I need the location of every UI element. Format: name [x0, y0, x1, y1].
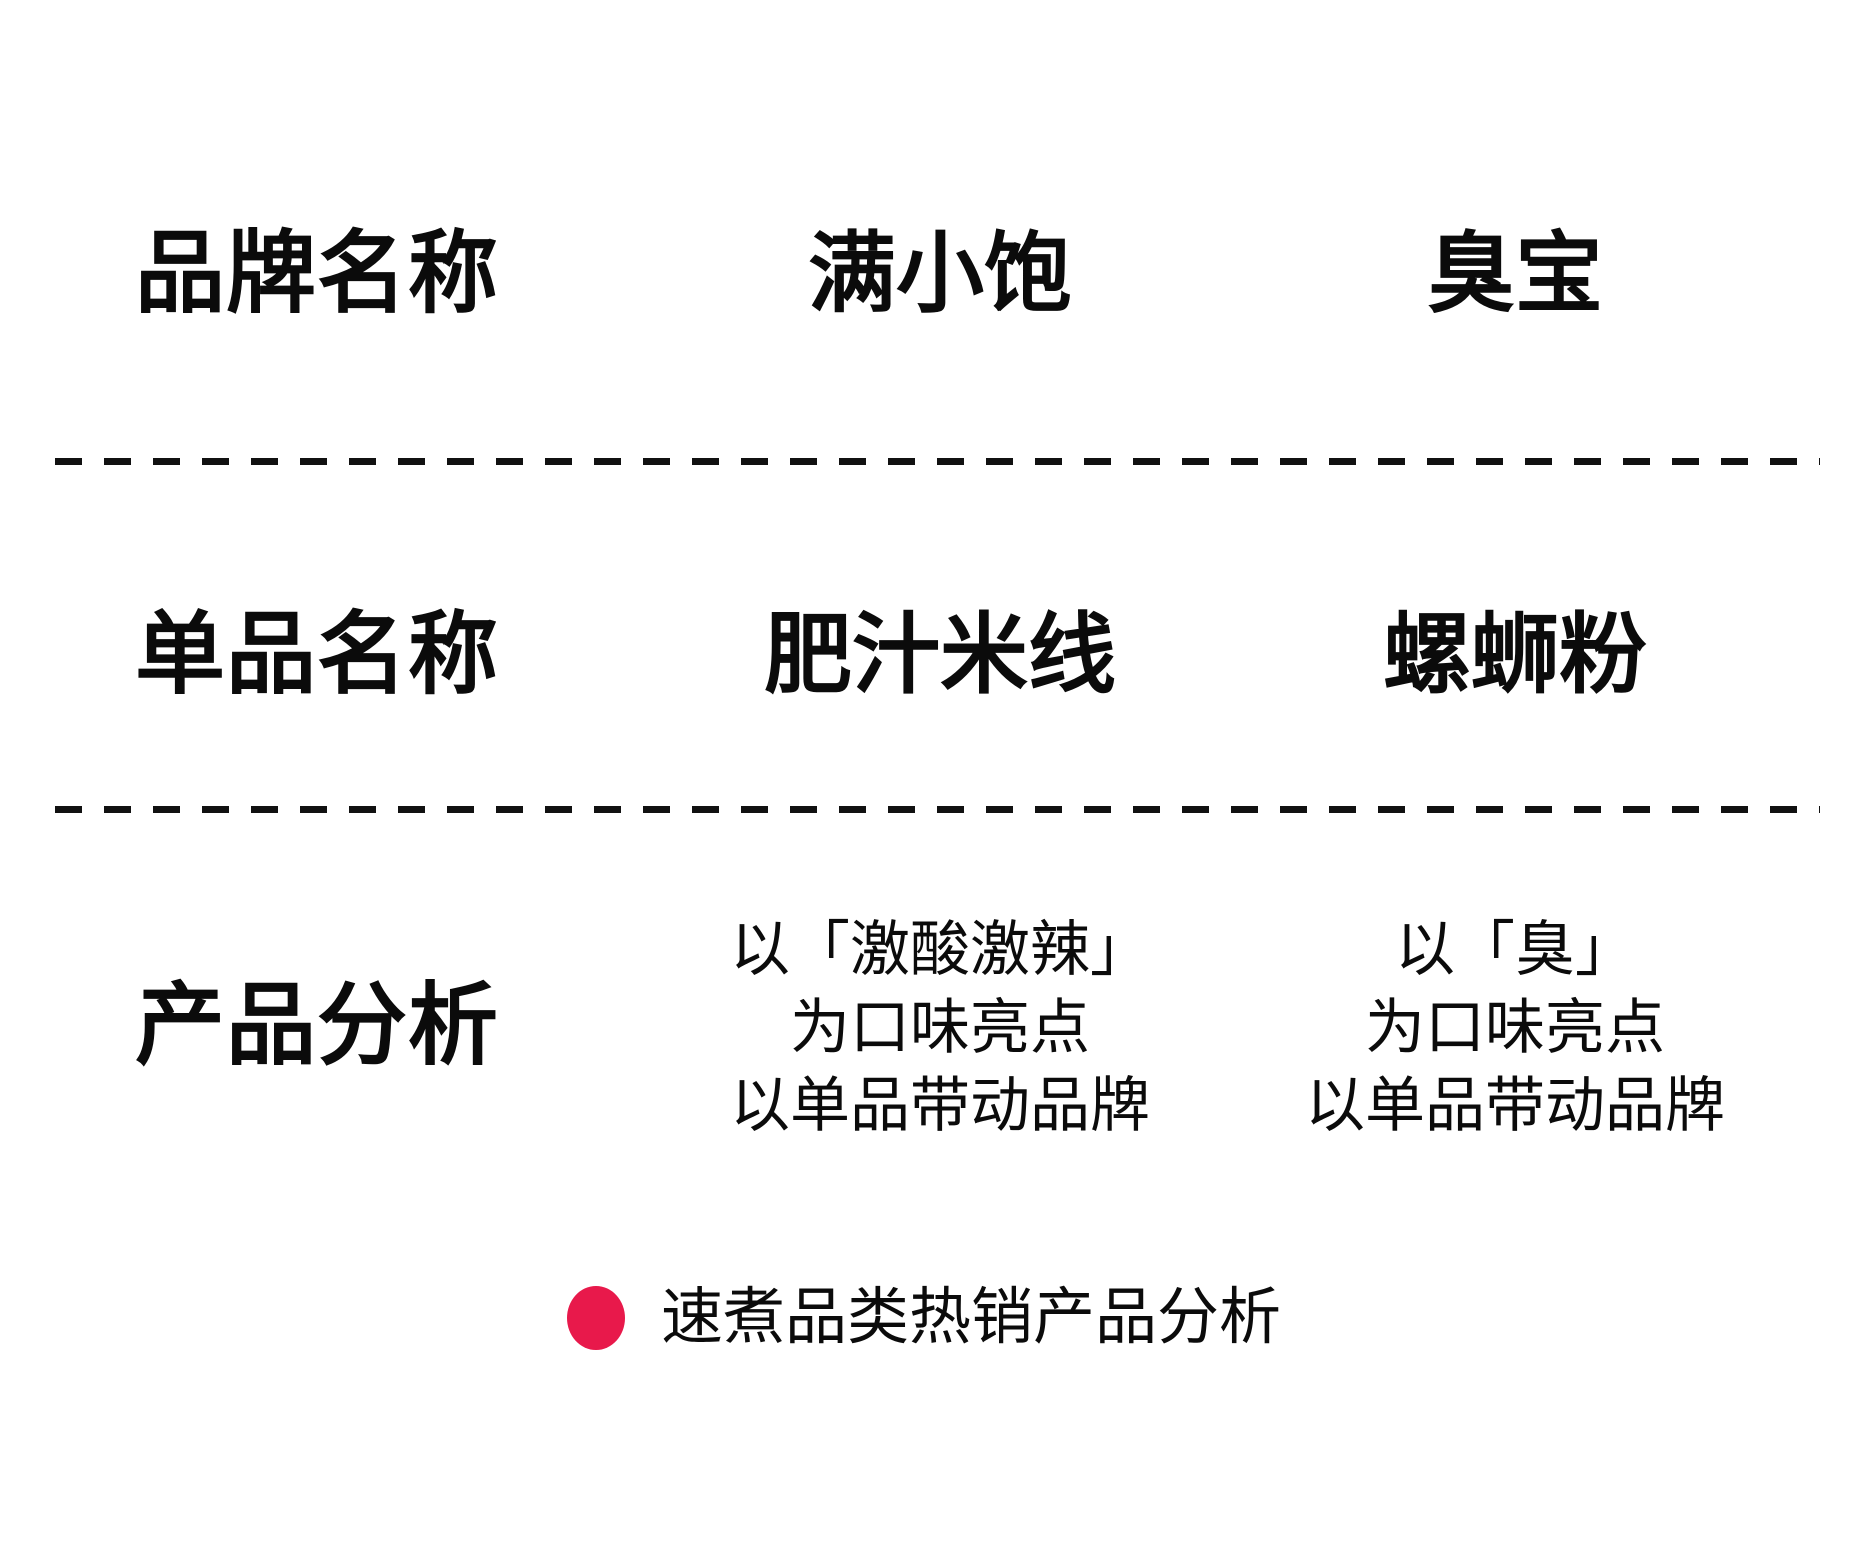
- brand-a-analysis-line-2: 为口味亮点: [790, 994, 1090, 1061]
- dashed-divider-bottom: [55, 806, 1820, 813]
- brand-a-analysis-line-3: 以单品带动品牌: [730, 1072, 1150, 1139]
- legend-caption: 速煮品类热销产品分析: [661, 1283, 1282, 1352]
- legend-dot-icon: [567, 1286, 625, 1350]
- brand-b-name: 臭宝: [1426, 224, 1604, 323]
- brand-a-name: 满小饱: [807, 224, 1073, 323]
- brand-b-product: 螺蛳粉: [1382, 605, 1648, 704]
- row-label-product-name: 单品名称: [135, 605, 499, 705]
- legend: 速煮品类热销产品分析: [567, 1283, 1281, 1353]
- brand-a-analysis: 以「激酸激辣」 为口味亮点 以单品带动品牌: [730, 911, 1150, 1145]
- brand-a-product: 肥汁米线: [763, 605, 1117, 704]
- row-label-brand-name: 品牌名称: [135, 224, 499, 324]
- brand-a-analysis-line-1: 以「激酸激辣」: [730, 916, 1150, 983]
- brand-b-analysis: 以「臭」 为口味亮点 以单品带动品牌: [1305, 911, 1725, 1145]
- brand-b-analysis-line-2: 为口味亮点: [1365, 994, 1665, 1061]
- row-label-product-analysis: 产品分析: [135, 976, 499, 1076]
- brand-b-analysis-line-1: 以「臭」: [1395, 916, 1635, 983]
- dashed-divider-top: [55, 458, 1820, 465]
- brand-b-analysis-line-3: 以单品带动品牌: [1305, 1072, 1725, 1139]
